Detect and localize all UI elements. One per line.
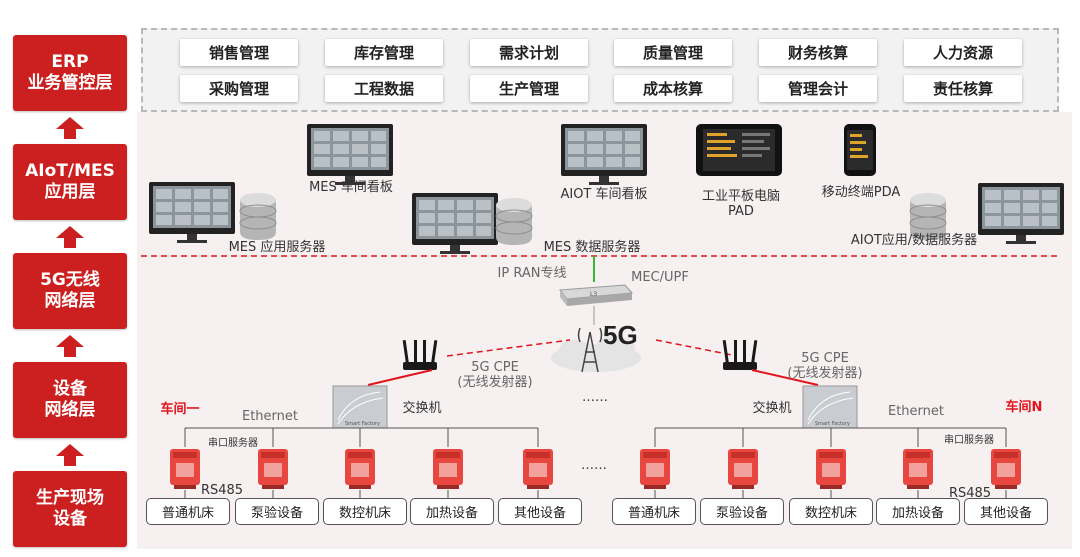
- svg-text:Smart Factory: Smart Factory: [815, 421, 850, 427]
- ethernet-right-label: Ethernet: [888, 404, 944, 419]
- cpe-antenna-icon: [722, 339, 758, 370]
- serial-server-icon: [816, 449, 846, 489]
- 5g-label: 5G: [603, 320, 638, 350]
- ethernet-bus-left: [184, 427, 539, 498]
- aiot-board-monitor-icon: [561, 124, 647, 185]
- mes-board-label: MES 车间看板: [309, 180, 393, 195]
- devices-ellipsis: ……: [581, 458, 607, 473]
- erp-module: 销售管理: [180, 39, 298, 66]
- switch-right-label: 交换机: [752, 401, 792, 416]
- mes-data-monitor-icon: [412, 193, 498, 254]
- wireless-link-left: [446, 339, 571, 357]
- up-arrow-icon: [56, 444, 84, 466]
- serial-server-icon: [345, 449, 375, 489]
- mobile-label: 移动终端PDA: [821, 185, 901, 200]
- machine-box: 加热设备: [876, 498, 960, 525]
- machine-box: 数控机床: [323, 498, 407, 525]
- erp-module: 人力资源: [904, 39, 1022, 66]
- mobile-phone-icon: [844, 124, 876, 176]
- serial-server-icon: [433, 449, 463, 489]
- switch-icon: Smart Factory: [332, 385, 388, 429]
- cpe-antenna-icon: [402, 339, 438, 370]
- erp-module: 责任核算: [904, 75, 1022, 102]
- machine-box: 泵验设备: [700, 498, 784, 525]
- serial-server-left-label: 串口服务器: [208, 438, 258, 449]
- serial-server-right-label: 串口服务器: [944, 435, 994, 446]
- mec-upf-label: MEC/UPF: [631, 270, 689, 285]
- mes-board-monitor-icon: [307, 124, 393, 185]
- cpe-switch-link: [751, 369, 819, 386]
- machine-box: 其他设备: [964, 498, 1048, 525]
- tablet-label: 工业平板电脑 PAD: [701, 189, 780, 219]
- serial-server-icon: [258, 449, 288, 489]
- cpe-left-label: 5G CPE (无线发射器): [457, 360, 533, 390]
- erp-module: 库存管理: [325, 39, 443, 66]
- serial-server-icon: [523, 449, 553, 489]
- rs485-right-label: RS485: [948, 486, 992, 501]
- machine-box: 加热设备: [410, 498, 494, 525]
- layer-erp: ERP 业务管控层: [13, 35, 127, 111]
- switch-icon: Smart Factory: [802, 385, 858, 429]
- ethernet-bus-right: [654, 427, 1007, 498]
- mes-app-server-label: MES 应用服务器: [228, 240, 326, 255]
- up-arrow-icon: [56, 335, 84, 357]
- machine-box: 其他设备: [498, 498, 582, 525]
- layer-field-devices: 生产现场 设备: [13, 471, 127, 547]
- machine-box: 泵验设备: [235, 498, 319, 525]
- workshop-left-name: 车间一: [160, 402, 200, 417]
- wireless-link-right: [655, 339, 738, 357]
- ip-ran-label: IP RAN专线: [497, 266, 567, 281]
- serial-server-icon: [991, 449, 1021, 489]
- cloud-icon: [551, 336, 641, 372]
- erp-module: 需求计划: [470, 39, 588, 66]
- aiot-server-label: AIOT应用/数据服务器: [850, 233, 978, 248]
- erp-module: 管理会计: [759, 75, 877, 102]
- erp-module: 采购管理: [180, 75, 298, 102]
- mes-app-server-icon: [239, 192, 277, 241]
- switch-left-label: 交换机: [402, 401, 442, 416]
- erp-module: 质量管理: [614, 39, 732, 66]
- erp-module: 财务核算: [759, 39, 877, 66]
- machine-box: 普通机床: [612, 498, 696, 525]
- mes-data-server-icon: [495, 197, 533, 246]
- rs485-left-label: RS485: [200, 483, 244, 498]
- mec-upf-router-icon: L3: [559, 284, 634, 306]
- aiot-board-label: AIOT 车间看板: [560, 187, 648, 202]
- svg-text:L3: L3: [590, 291, 597, 298]
- serial-server-icon: [728, 449, 758, 489]
- tablet-icon: [696, 124, 782, 176]
- layer-5g-network: 5G无线 网络层: [13, 253, 127, 329]
- erp-module: 生产管理: [470, 75, 588, 102]
- erp-module: 成本核算: [614, 75, 732, 102]
- 5g-tower-icon: [577, 327, 603, 373]
- erp-module: 工程数据: [325, 75, 443, 102]
- cpe-switch-link: [367, 369, 433, 386]
- layer-aiot-mes: AIoT/MES 应用层: [13, 144, 127, 220]
- layer-device-network: 设备 网络层: [13, 362, 127, 438]
- mid-ellipsis: ……: [582, 390, 608, 405]
- mes-app-monitor-icon: [149, 182, 235, 243]
- svg-text:Smart Factory: Smart Factory: [345, 421, 380, 427]
- cpe-right-label: 5G CPE (无线发射器): [787, 351, 863, 381]
- workshop-right-name: 车间N: [1005, 400, 1043, 415]
- ethernet-left-label: Ethernet: [242, 409, 298, 424]
- mes-data-server-label: MES 数据服务器: [543, 240, 641, 255]
- machine-box: 数控机床: [789, 498, 873, 525]
- up-arrow-icon: [56, 117, 84, 139]
- serial-server-icon: [903, 449, 933, 489]
- machine-box: 普通机床: [146, 498, 230, 525]
- serial-server-icon: [640, 449, 670, 489]
- up-arrow-icon: [56, 226, 84, 248]
